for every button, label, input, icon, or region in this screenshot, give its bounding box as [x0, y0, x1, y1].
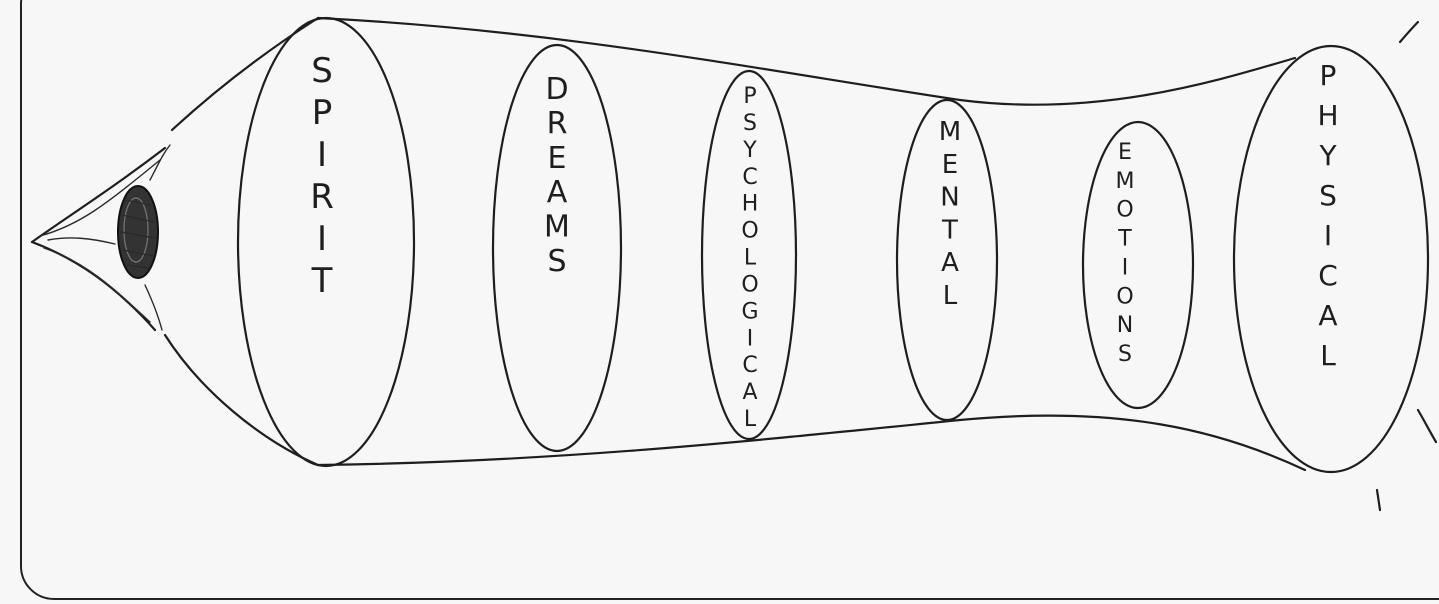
tube-bottom-edge — [318, 416, 1305, 470]
eye-icon — [32, 145, 170, 330]
emotions-ellipse — [1083, 122, 1193, 408]
tube-top-edge — [318, 18, 1295, 105]
radiating-mark-right — [1418, 410, 1436, 442]
funnel-top-line — [172, 18, 318, 130]
radiating-mark-bottom — [1377, 490, 1380, 510]
radiating-mark-top — [1400, 22, 1418, 42]
funnel-bottom-line — [165, 335, 318, 465]
